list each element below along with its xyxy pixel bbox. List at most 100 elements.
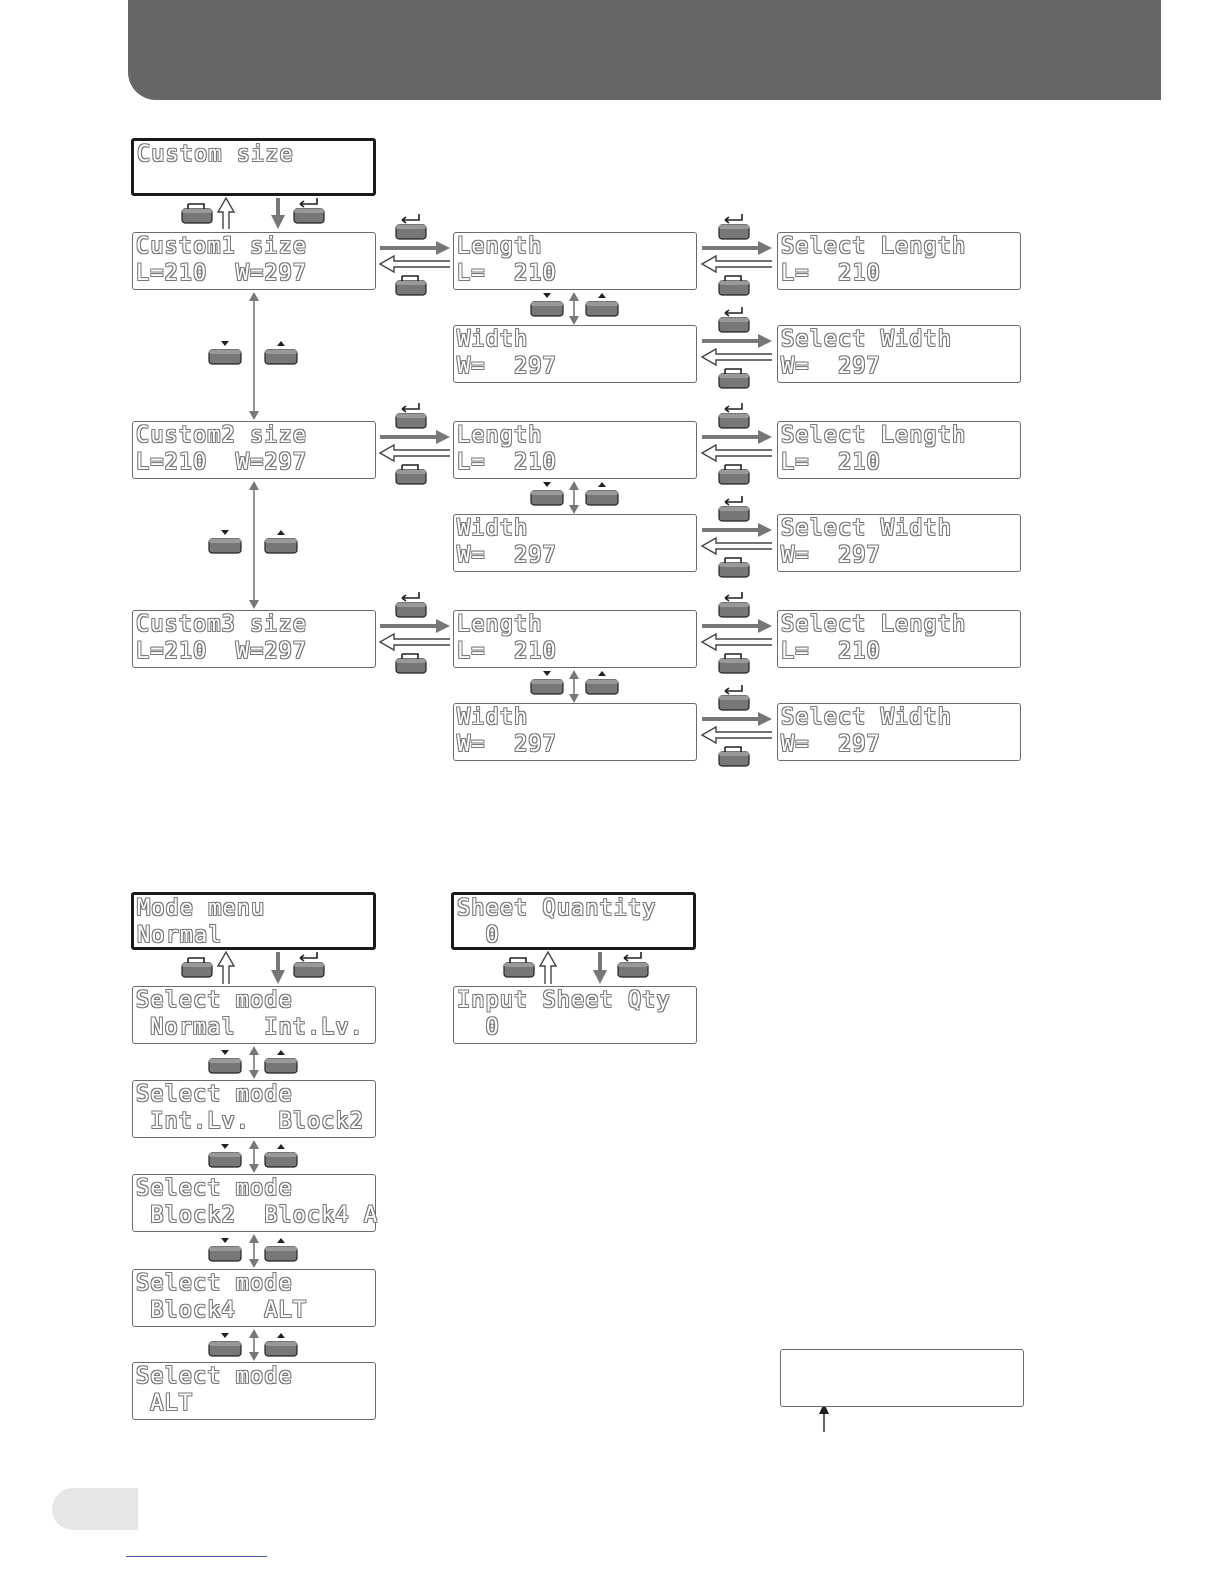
updown-head: [569, 694, 579, 703]
lcd-line2: W= 297: [781, 354, 881, 379]
enter-key-icon: [718, 591, 750, 618]
lcd-line2: 0: [457, 1015, 500, 1040]
lcd-line2: L= 210: [781, 639, 881, 664]
lcd-line2: Normal Int.Lv.: [136, 1015, 364, 1040]
lcd-line1: Select Width: [781, 705, 952, 730]
back-key-icon: [718, 464, 750, 485]
lcd-line2: L= 210: [781, 261, 881, 286]
updown-head: [249, 1070, 259, 1079]
lcd-line2: W= 297: [457, 732, 557, 757]
down-key-icon: [208, 1237, 242, 1262]
forward-arrowhead: [436, 619, 450, 633]
footer-link-underline: [126, 1556, 267, 1557]
forward-arrowhead: [758, 712, 772, 726]
lcd-line1: Custom2 size: [136, 423, 307, 448]
up-key-icon: [264, 1237, 298, 1262]
lcd-line2: W= 297: [457, 354, 557, 379]
back-key-icon: [718, 275, 750, 296]
up-hollow-arrow: [538, 950, 558, 984]
lcd-line2: Block2 Block4 A: [136, 1203, 379, 1228]
lcd-line1: Select Length: [781, 234, 967, 259]
lcd-line1: Select mode: [136, 1082, 293, 1107]
lcd-line2: L=210 W=297: [136, 261, 307, 286]
lcd-line2: Block4 ALT: [136, 1298, 307, 1323]
page-header-bar: [128, 0, 1161, 100]
back-arrow: [700, 254, 772, 274]
enter-key-icon: [718, 213, 750, 240]
back-arrow: [700, 347, 772, 367]
enter-key-icon: [293, 197, 325, 224]
lcd-line1: Width: [457, 327, 529, 352]
back-key-icon: [503, 957, 535, 978]
lcd-line2: L= 210: [781, 450, 881, 475]
lcd-line1: Select mode: [136, 1364, 293, 1389]
lcd-line2: L= 210: [457, 261, 557, 286]
back-arrow: [378, 254, 450, 274]
lcd-line1: Width: [457, 516, 529, 541]
back-key-icon: [395, 653, 427, 674]
forward-arrowhead: [436, 241, 450, 255]
lcd-line2: ALT: [136, 1391, 193, 1416]
input-sheet-qty-lcd: Input Sheet Qty 0: [453, 986, 697, 1044]
lcd-line2: Normal: [137, 923, 223, 948]
enter-key-icon: [718, 402, 750, 429]
forward-arrowhead: [758, 241, 772, 255]
up-key-icon: [264, 1049, 298, 1074]
enter-key-icon: [718, 306, 750, 333]
updown-head: [249, 1234, 259, 1243]
down-key-icon: [208, 1332, 242, 1357]
lcd-line2: W= 297: [457, 543, 557, 568]
back-arrow: [700, 632, 772, 652]
back-key-icon: [395, 275, 427, 296]
back-key-icon: [181, 203, 213, 224]
updown-head: [249, 1259, 259, 1268]
up-hollow-arrow: [216, 950, 236, 984]
down-key-icon: [208, 1049, 242, 1074]
back-key-icon: [718, 653, 750, 674]
lcd-line1: Select mode: [136, 988, 293, 1013]
up-key-icon: [264, 1332, 298, 1357]
enter-key-icon: [718, 495, 750, 522]
lcd-line2: W= 297: [781, 732, 881, 757]
lcd-line2: 0: [457, 923, 500, 948]
enter-key-icon: [617, 951, 649, 978]
back-arrow: [700, 443, 772, 463]
down-key-icon: [530, 481, 564, 506]
updown-head: [249, 411, 259, 420]
select-mode-lcd: Select mode Block4 ALT: [132, 1269, 376, 1327]
updown-head: [249, 1046, 259, 1055]
enter-key-icon: [293, 951, 325, 978]
select-mode-lcd: Select mode Normal Int.Lv.: [132, 986, 376, 1044]
enter-key-icon: [395, 591, 427, 618]
back-arrow: [378, 632, 450, 652]
forward-arrowhead: [436, 430, 450, 444]
lcd-line1: Length: [457, 612, 543, 637]
lcd-line1: Select Width: [781, 516, 952, 541]
enter-key-icon: [395, 213, 427, 240]
lcd-line2: L= 210: [457, 450, 557, 475]
back-arrow: [700, 536, 772, 556]
select-mode-lcd: Select mode Int.Lv. Block2: [132, 1080, 376, 1138]
updown-head: [569, 292, 579, 301]
down-arrowhead: [271, 215, 285, 229]
down-key-icon: [208, 529, 242, 554]
enter-key-icon: [395, 402, 427, 429]
down-key-icon: [208, 1143, 242, 1168]
lcd-line2: L=210 W=297: [136, 450, 307, 475]
up-key-icon: [264, 1143, 298, 1168]
down-arrowhead: [593, 970, 607, 984]
updown-head: [249, 1164, 259, 1173]
up-hollow-arrow: [216, 196, 236, 229]
updown-head: [569, 670, 579, 679]
lcd-line1: Length: [457, 423, 543, 448]
forward-arrowhead: [758, 523, 772, 537]
